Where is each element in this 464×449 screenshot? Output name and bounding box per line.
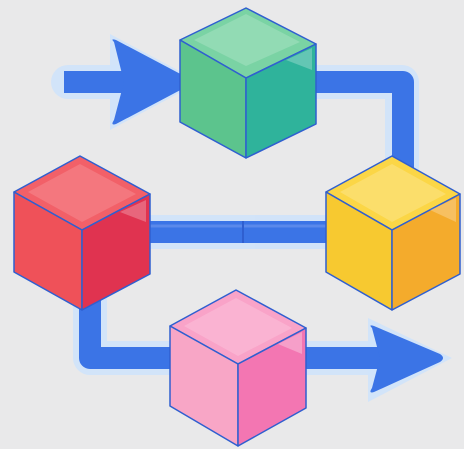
connector-green-to-yellow — [296, 71, 414, 182]
green-cube — [179, 7, 317, 159]
yellow-cube — [325, 155, 461, 311]
connector-red-to-pink — [79, 296, 180, 369]
pink-cube-right — [237, 327, 307, 447]
connectors — [64, 71, 414, 369]
yellow-cube-right — [391, 193, 461, 311]
red-cube-right — [81, 193, 151, 311]
pink-cube — [169, 289, 307, 447]
arrow-right-icon — [112, 39, 191, 125]
arrow-right-icon — [370, 325, 443, 393]
red-cube — [13, 155, 151, 311]
green-cube-right — [245, 43, 317, 159]
